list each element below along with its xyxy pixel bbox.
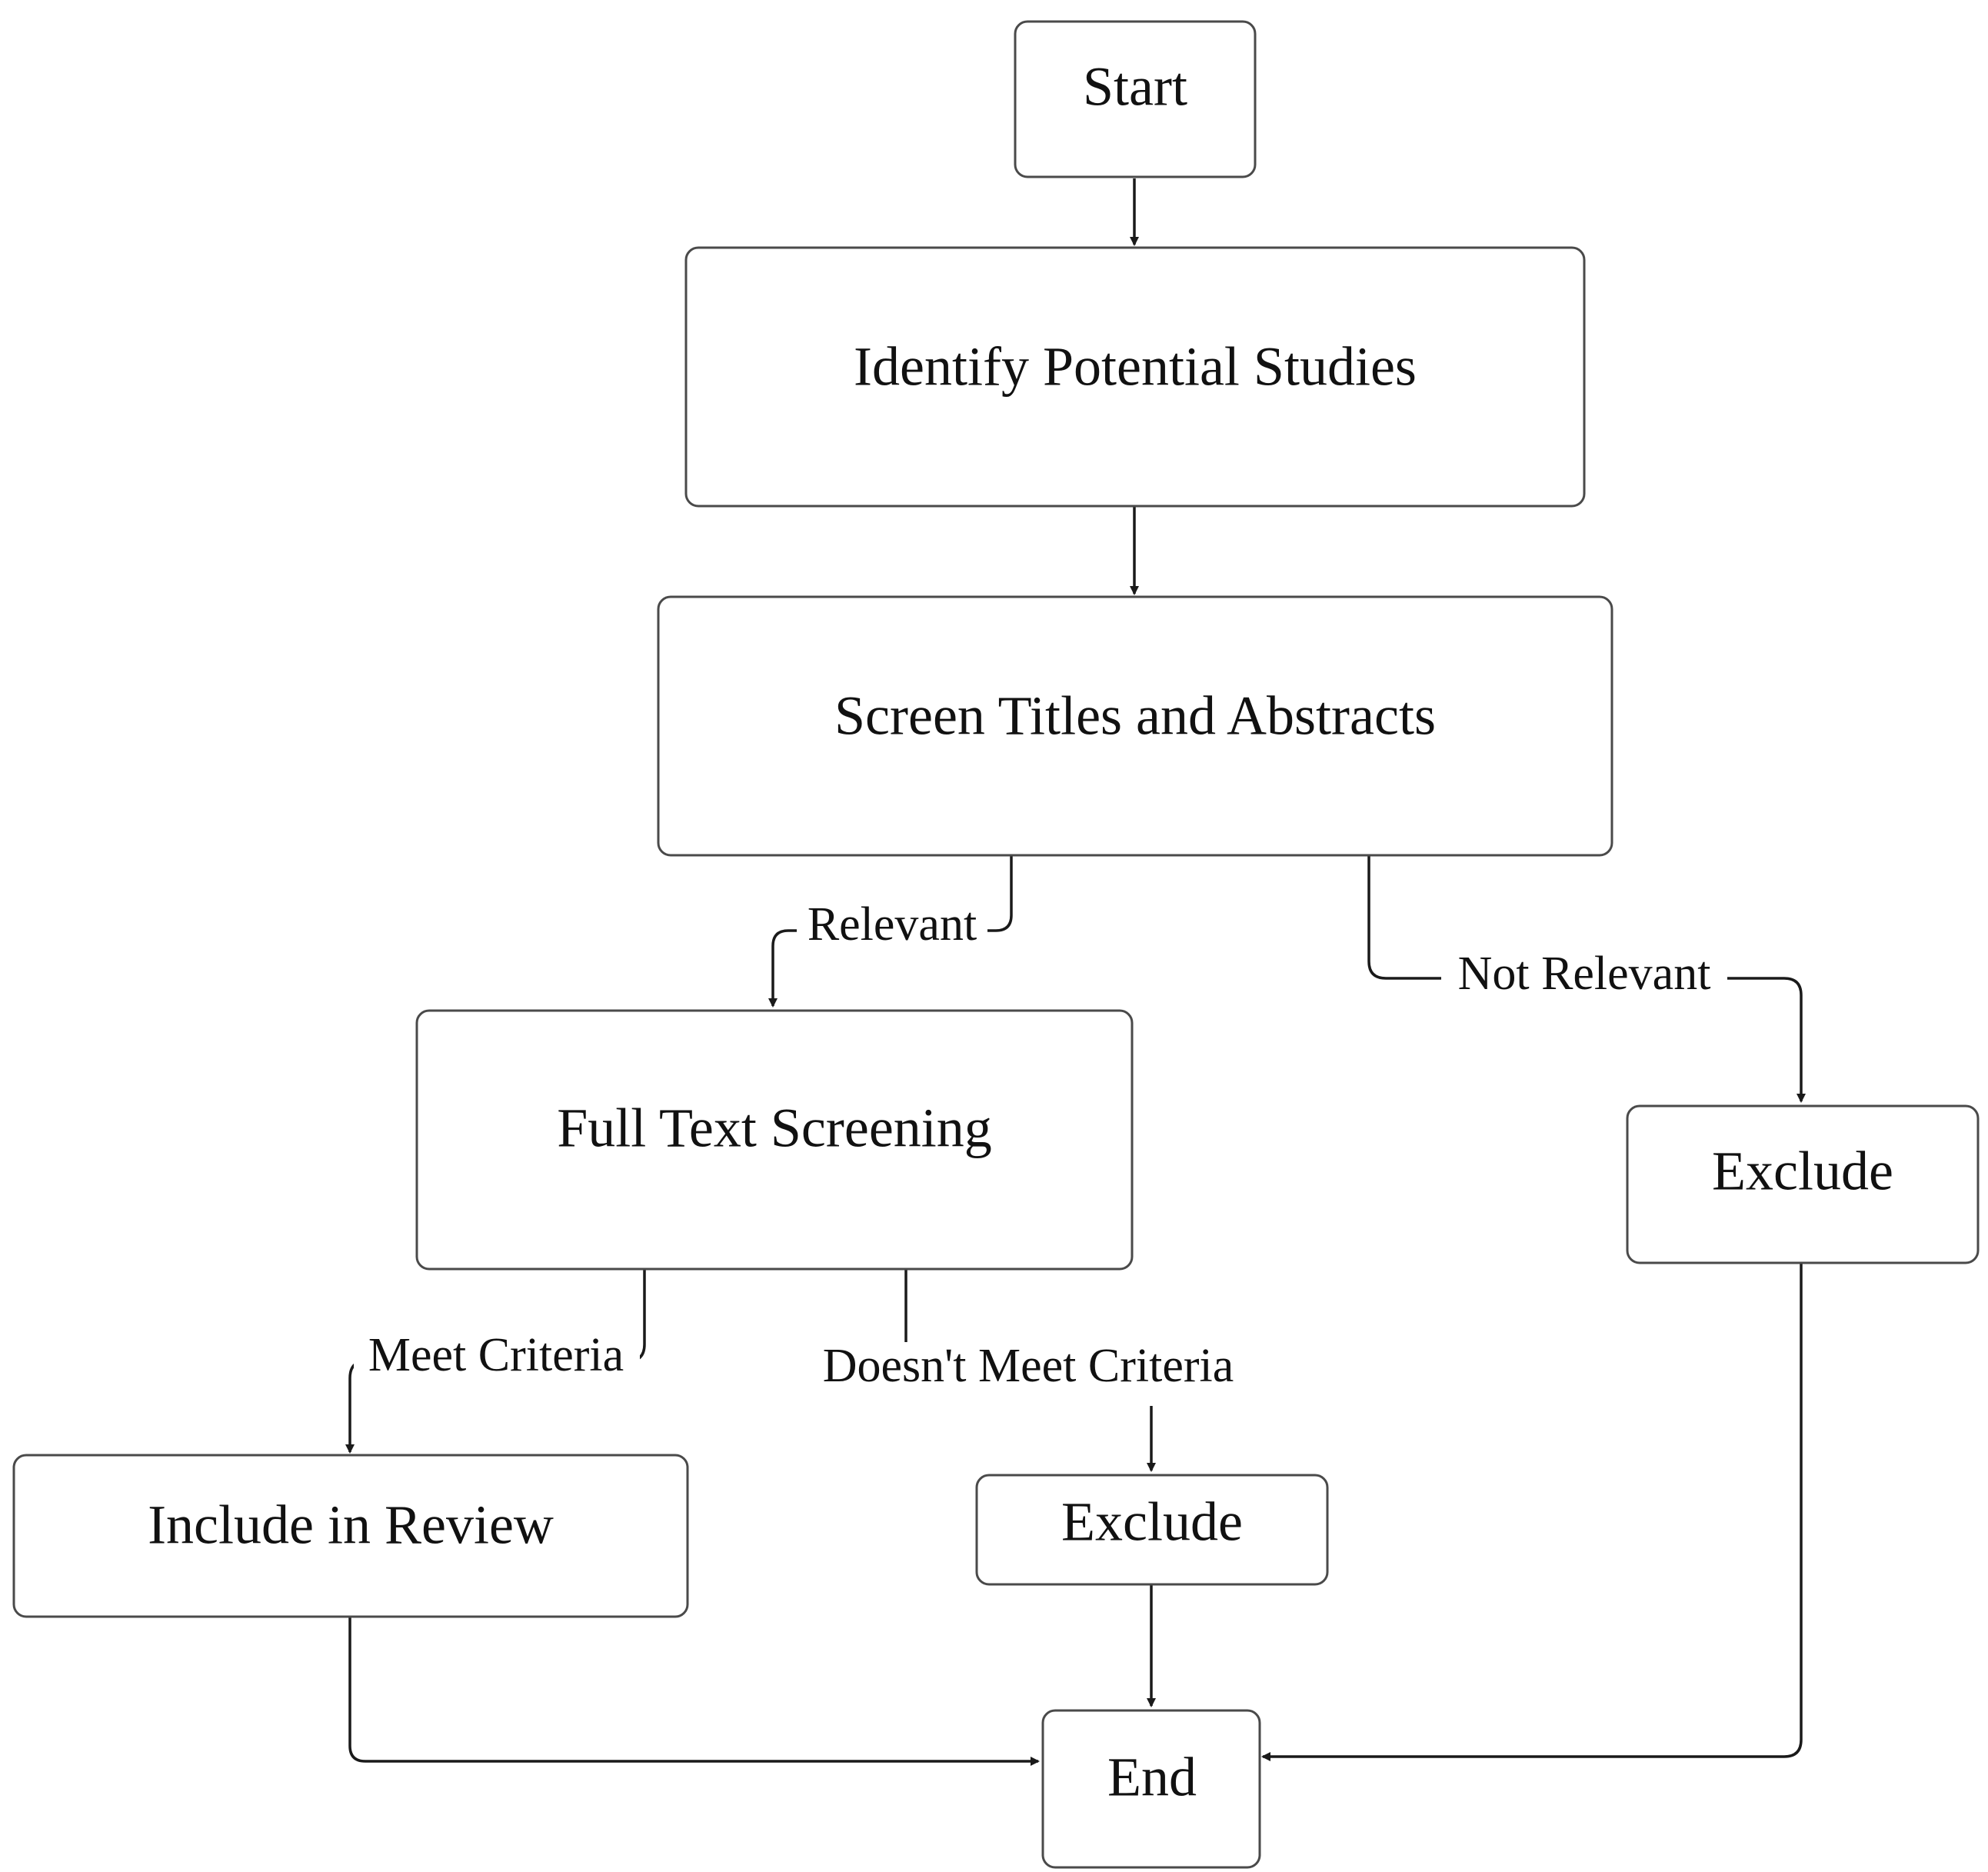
node-full-text-label: Full Text Screening (557, 1098, 992, 1159)
edge-label-not-relevant: Not Relevant (1458, 948, 1711, 1000)
node-screen-titles-abstracts: Screen Titles and Abstracts (657, 595, 1613, 857)
edge-exclude-right-to-end (1261, 1263, 1803, 1761)
node-identify-label: Identify Potential Studies (854, 336, 1417, 398)
edge-labels: Relevant Not Relevant Meet Criteria Does… (354, 898, 1727, 1392)
edge-label-meet-criteria: Meet Criteria (368, 1329, 624, 1381)
node-full-text-screening: Full Text Screening (415, 1009, 1134, 1271)
node-exclude-mid-label: Exclude (1061, 1491, 1243, 1553)
node-exclude-right-label: Exclude (1712, 1141, 1893, 1202)
node-exclude-middle: Exclude (975, 1474, 1329, 1586)
node-include-in-review: Include in Review (12, 1454, 689, 1618)
edge-label-doesnt-meet-criteria: Doesn't Meet Criteria (823, 1340, 1234, 1392)
edge-include-to-end (348, 1617, 1040, 1766)
node-start-label: Start (1083, 56, 1187, 118)
node-include-label: Include in Review (148, 1494, 554, 1556)
node-screen-label: Screen Titles and Abstracts (834, 685, 1436, 747)
node-end: End (1041, 1709, 1261, 1869)
node-end-label: End (1107, 1747, 1197, 1808)
edge-doesnt-meet-criteria (904, 1269, 1151, 1471)
node-start: Start (1014, 20, 1257, 178)
node-identify-potential-studies: Identify Potential Studies (684, 246, 1586, 508)
edge-label-relevant: Relevant (808, 898, 977, 951)
node-exclude-right: Exclude (1626, 1104, 1980, 1264)
